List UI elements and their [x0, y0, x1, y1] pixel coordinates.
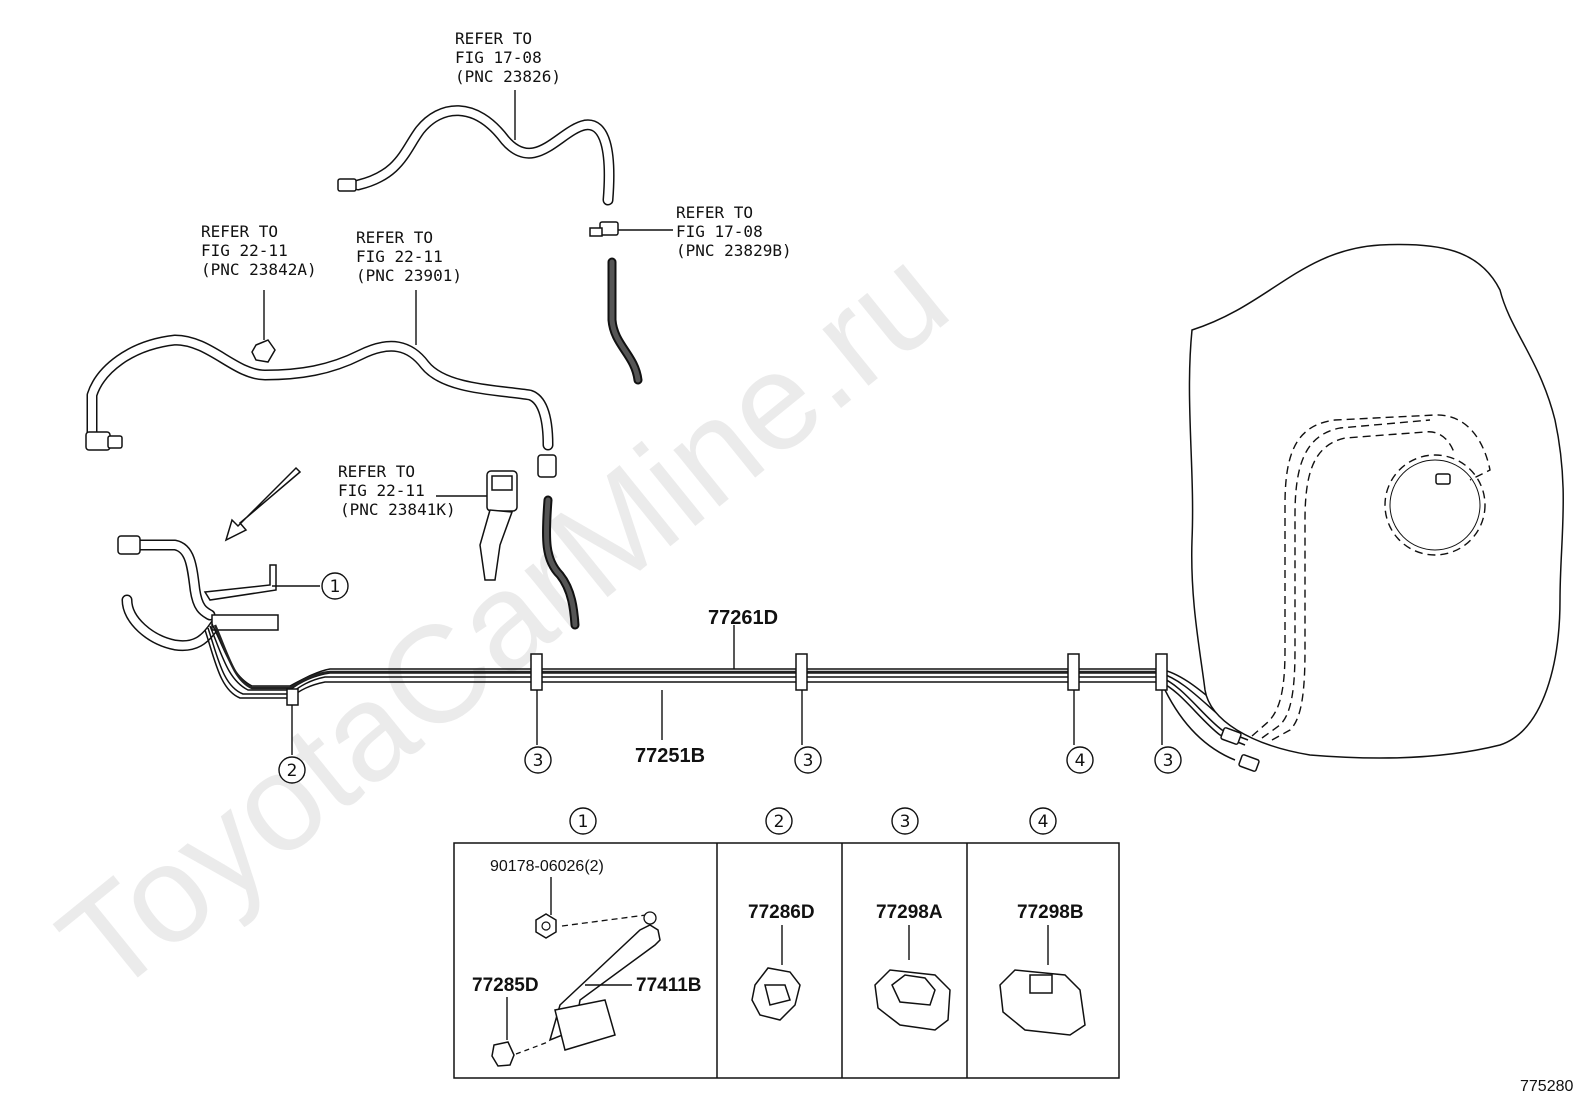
tube-clamp-large-icon [999, 969, 1086, 1036]
reference-label-23901: REFER TO FIG 22-11 (PNC 23901) [356, 228, 462, 285]
svg-text:FIG 22-11: FIG 22-11 [338, 481, 425, 500]
reference-label-23841k: REFER TO FIG 22-11 (PNC 23841K) [338, 462, 456, 519]
svg-text:3: 3 [900, 812, 911, 832]
wire-harness [541, 495, 580, 630]
panel-1-header: 1 [569, 807, 597, 835]
reference-label-23829b: REFER TO FIG 17-08 (PNC 23829B) [676, 203, 792, 260]
part-number-clip: 77285D [472, 975, 539, 996]
part-number-clamp-4: 77298B [1017, 902, 1084, 923]
panel-3-header: 3 [891, 807, 919, 835]
direction-arrow-icon [224, 466, 302, 542]
panel-2-header: 2 [765, 807, 793, 835]
hose-clamp [251, 339, 276, 363]
upper-fuel-hose [337, 105, 615, 206]
callout-1: 1 [321, 572, 349, 600]
svg-text:(PNC 23842A): (PNC 23842A) [201, 260, 317, 279]
svg-text:FIG 17-08: FIG 17-08 [676, 222, 763, 241]
panel-4-header: 4 [1029, 807, 1057, 835]
callout-3: 3 [1154, 746, 1182, 774]
svg-text:2: 2 [774, 812, 785, 832]
part-number-bracket: 77411B [636, 975, 702, 996]
clamp-icon [751, 967, 801, 1021]
svg-text:(PNC 23826): (PNC 23826) [455, 67, 561, 86]
svg-text:REFER TO: REFER TO [338, 462, 415, 481]
svg-text:FIG 22-11: FIG 22-11 [201, 241, 288, 260]
svg-text:1: 1 [578, 812, 589, 832]
tube-clamps [286, 653, 1168, 706]
tube-clamp-icon [874, 969, 951, 1031]
part-number-clamp-2: 77286D [748, 902, 815, 923]
reference-label-23842a: REFER TO FIG 22-11 (PNC 23842A) [201, 222, 317, 279]
svg-text:2: 2 [287, 761, 298, 781]
svg-text:3: 3 [1163, 751, 1174, 771]
svg-text:REFER TO: REFER TO [201, 222, 278, 241]
svg-text:FIG 22-11: FIG 22-11 [356, 247, 443, 266]
reference-label-23826: REFER TO FIG 17-08 (PNC 23826) [455, 29, 561, 86]
svg-text:REFER TO: REFER TO [356, 228, 433, 247]
svg-text:1: 1 [330, 577, 341, 597]
callout-4: 4 [1066, 746, 1094, 774]
part-number-clamp-3: 77298A [876, 902, 943, 923]
bracket-icon [548, 911, 661, 1051]
fuel-tank [1188, 243, 1565, 759]
svg-text:4: 4 [1075, 751, 1086, 771]
callout-3: 3 [524, 746, 552, 774]
corrugated-hose [607, 257, 643, 385]
figure-number: 775280 [1520, 1078, 1573, 1095]
fuel-tubes [204, 623, 1263, 772]
svg-text:(PNC 23841K): (PNC 23841K) [340, 500, 456, 519]
part-number-upper-tube: 77261D [708, 607, 778, 629]
left-pipe-junction [117, 535, 279, 652]
svg-text:REFER TO: REFER TO [455, 29, 532, 48]
hose-clip-connector [589, 221, 619, 237]
callout-3: 3 [794, 746, 822, 774]
svg-text:4: 4 [1038, 812, 1049, 832]
detail-panels: 1 2 3 4 90178-06026(2) 77285D [453, 807, 1120, 1079]
svg-text:FIG 17-08: FIG 17-08 [455, 48, 542, 67]
callout-2: 2 [278, 756, 306, 784]
svg-text:(PNC 23901): (PNC 23901) [356, 266, 462, 285]
middle-fuel-hose [85, 334, 557, 478]
clip-icon [491, 1041, 515, 1067]
part-number-lower-tube: 77251B [635, 745, 705, 767]
vsv-connector [479, 470, 518, 581]
svg-text:REFER TO: REFER TO [676, 203, 753, 222]
part-number-nut: 90178-06026(2) [490, 858, 604, 875]
svg-text:(PNC 23829B): (PNC 23829B) [676, 241, 792, 260]
svg-text:3: 3 [803, 751, 814, 771]
nut-icon [535, 913, 557, 939]
svg-text:3: 3 [533, 751, 544, 771]
